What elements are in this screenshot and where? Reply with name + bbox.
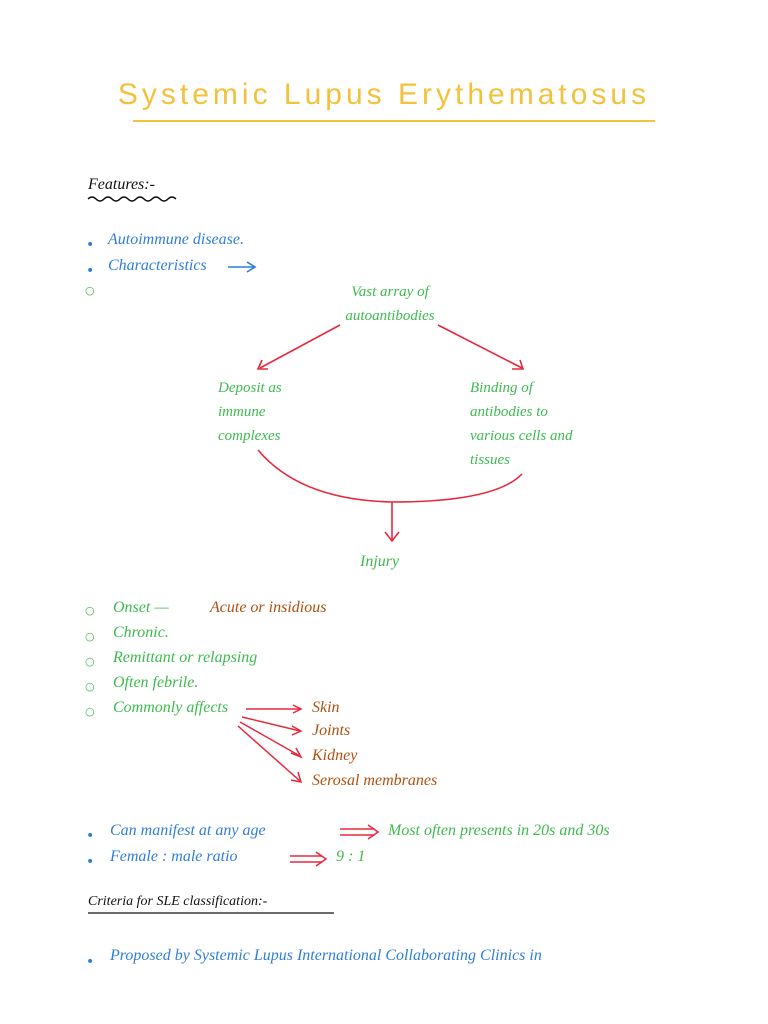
- arrow-merge-curve: [257, 449, 523, 503]
- criteria-text: Proposed by Systemic Lupus International…: [110, 947, 542, 964]
- onset-value: Acute or insidious: [210, 599, 327, 616]
- arrow-top-to-right: [437, 324, 523, 369]
- course-item-febrile: Often febrile.: [113, 674, 199, 691]
- title-underline: [133, 120, 655, 122]
- hollow-bullet-icon: ○: [85, 680, 95, 693]
- course-item-remittant: Remittant or relapsing: [113, 649, 258, 666]
- ratio-value: 9 : 1: [336, 848, 366, 865]
- flow-node-injury: Injury: [360, 553, 400, 570]
- course-item-onset: Onset —: [113, 599, 169, 616]
- organ-skin: Skin: [312, 699, 340, 716]
- organ-serosal-membranes: Serosal membranes: [312, 772, 438, 789]
- hollow-bullet-icon: ○: [85, 655, 95, 668]
- organ-kidney: Kidney: [312, 747, 358, 764]
- bullet-marker: •: [86, 237, 95, 253]
- course-item-affects: Commonly affects: [113, 699, 229, 716]
- bullet-marker: •: [86, 828, 95, 844]
- bullet-marker: •: [86, 263, 95, 279]
- ratio-text: Female : male ratio: [110, 848, 238, 865]
- age-text: Can manifest at any age: [110, 822, 266, 839]
- bullet-autoimmune: Autoimmune disease.: [108, 231, 244, 248]
- course-item-chronic: Chronic.: [113, 624, 169, 641]
- hollow-bullet-icon: ○: [85, 705, 95, 718]
- bullet-marker: •: [86, 854, 95, 870]
- criteria-heading: Criteria for SLE classification:-: [88, 894, 268, 909]
- features-heading: Features:-: [88, 176, 155, 193]
- flow-node-autoantibodies: Vast array of autoantibodies: [345, 284, 435, 324]
- arrow-top-to-left: [259, 324, 341, 369]
- hollow-bullet-icon: ○: [85, 630, 95, 643]
- organ-joints: Joints: [312, 722, 351, 739]
- flow-node-binding: Binding of antibodies to various cells a…: [470, 380, 573, 468]
- bullet-marker: •: [86, 954, 95, 970]
- flow-node-deposit: Deposit as immune complexes: [218, 380, 282, 444]
- page-title: Systemic Lupus Erythematosus: [117, 78, 651, 111]
- bullet-characteristics: Characteristics: [108, 257, 207, 274]
- hollow-bullet-icon: ○: [85, 604, 95, 617]
- age-result: Most often presents in 20s and 30s: [388, 822, 610, 839]
- features-squiggle: [87, 196, 177, 202]
- hollow-bullet-icon: ○: [85, 284, 95, 297]
